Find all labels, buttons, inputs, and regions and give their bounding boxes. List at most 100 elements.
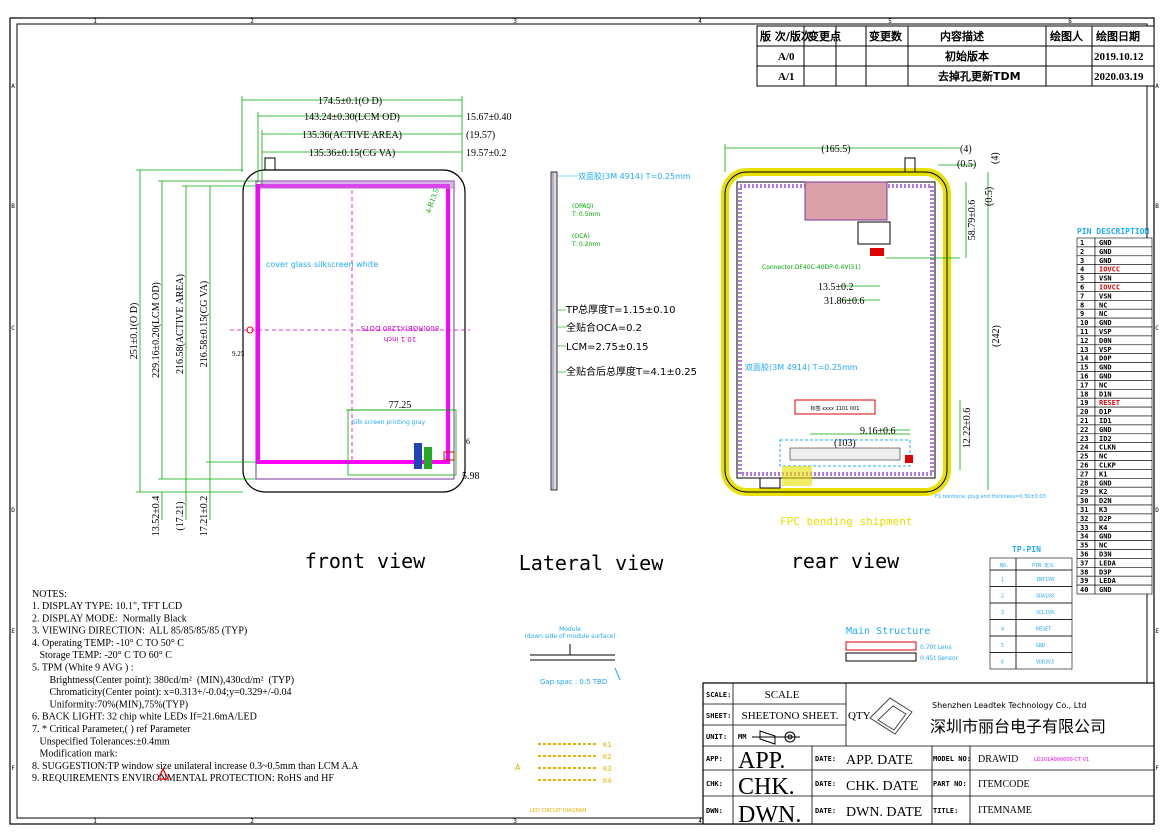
pin-name: K2 [1099,488,1107,496]
note-line: 3. VIEWING DIRECTION: ALL 85/85/85/85 (T… [32,626,247,637]
tb-sheet-label: SHEET: [706,712,731,720]
grid-col-bottom: 1 [93,818,97,825]
pin-number: 34 [1080,533,1088,541]
gap-top-2: (down side of module surface) [524,633,615,640]
pin-number: 30 [1080,497,1088,505]
pin-name: GND [1099,426,1112,434]
revision-table: 版 次/版次 变更点 变更数 内容描述 绘图人 绘图日期 A/0 初始版本 20… [756,25,1155,87]
dim-lcm-height: 229.16±0.20(LCM OD) [151,282,162,378]
pin-number: 16 [1080,373,1088,381]
rev-header-drawer: 绘图人 [1050,29,1084,43]
pin-name: VSP [1099,328,1112,336]
pin-number: 27 [1080,470,1088,478]
pin-name: NC [1099,542,1107,550]
front-res-2: 10.1 inch [384,335,416,343]
dim-od-height: 251±0.1(O D) [129,303,140,360]
pin-name: K4 [1099,524,1107,532]
grid-row-left: C [11,325,15,332]
pin-name: D1N [1099,390,1112,398]
note-line: Brightness(Center point): 380cd/m² (MIN)… [32,675,294,686]
led-label: K2 [603,753,611,761]
lateral-small-1: (OPAQ) [572,203,593,210]
tp-pin-name: SCL1V8 [1036,610,1054,616]
lateral-body [550,171,558,491]
rev-row-2-ver: A/1 [778,71,795,83]
pin-number: 17 [1080,381,1088,389]
pin-name: D1P [1099,408,1112,416]
pin-name: ID1 [1099,417,1112,425]
pin-name: VSP [1099,346,1112,354]
grid-col-bottom: 2 [250,818,254,825]
rear-connector-frame [857,221,891,245]
pin-number: 3 [1080,257,1084,265]
pin-desc-title: PIN DESCRIPTION [1077,227,1149,236]
pin-name: K3 [1099,506,1107,514]
note-line: 9. REQUIREMENTS ENVIRONMENTAL PROTECTION… [32,773,334,784]
tb-model-label: MODEL NO: [933,755,971,763]
pin-name: RESET [1099,399,1120,407]
rear-fpc-shipment: FPC bending shipment [780,515,912,528]
tb-app: APP. [738,748,785,774]
rear-dim-f1: 9.16±0.6 [860,426,896,437]
front-outline [242,169,466,493]
pin-name: CLKN [1099,444,1116,452]
grid-col-top: 2 [250,18,254,25]
pin-number: 31 [1080,506,1088,514]
front-center-mark [246,326,254,334]
tp-pin-name: GND [1036,643,1045,649]
pin-number: 37 [1080,559,1088,567]
pin-number: 18 [1080,390,1088,398]
rev-header-ver: 版 次/版次 [760,29,812,43]
pin-number: 11 [1080,328,1088,336]
note-line: 6. BACK LIGHT: 32 chip white LEDs If=21.… [32,712,257,723]
pin-name: VSN [1099,292,1112,300]
front-silk-note: cover glass silkscreen white [266,260,378,269]
pin-name: IOVCC [1099,284,1120,292]
tb-dwn-date: DWN. DATE [846,805,922,820]
pin-number: 4 [1080,266,1084,274]
front-res-1: 800(RGB)X1280 DOTS [360,324,439,332]
pin-name: D0N [1099,337,1112,345]
pin-name: NC [1099,310,1107,318]
rear-dim-v1: (4) [990,152,1001,164]
grid-col-bottom: 4 [698,818,702,825]
rear-dim-h3: (0.5) [957,159,976,170]
pin-number: 9 [1080,310,1084,318]
sheet-border [9,17,1155,825]
pin-number: 40 [1080,586,1088,594]
tp-header-name: PIN 定义 [1032,562,1054,569]
tb-chk-date: CHK. DATE [846,779,918,794]
note-line: Modification mark: [32,749,118,760]
structure-layer-2: 0.45t Sensor [920,655,959,662]
front-mark-green [424,447,432,469]
grid-ticks: 112233445566AABBCCDDEEFF [11,18,1159,825]
led-label: K3 [603,765,611,773]
rear-dim-f2: (103) [834,438,856,449]
lateral-view-label: Lateral view [519,551,664,575]
rev-row-2-desc: 去掉孔更新TDM [938,69,1021,83]
rear-dim-v4: (242) [991,325,1002,347]
tb-unit-label: UNIT: [706,733,727,741]
pin-number: 24 [1080,444,1088,452]
grid-row-right: A [1155,83,1159,90]
front-tab [264,157,276,171]
dim-cgva-width: 135.36±0.15(CG VA) [309,148,396,159]
pin-number: 10 [1080,319,1088,327]
led-a-label: A [515,763,521,772]
note-line: Storage TEMP: -20° C TO 60° C [32,650,172,661]
lateral-tape: 双面胶(3M 4914) T=0.25mm [578,171,691,181]
tp-pin-number: 1 [1001,577,1004,583]
grid-col-top: 3 [513,18,517,25]
pin-name: IOVCC [1099,266,1120,274]
grid-row-left: B [11,203,15,210]
rear-fpc-top [804,181,888,221]
note-line: Unspecified Tolerances:±0.4mm [32,736,170,747]
tb-part-label: PART NO: [933,780,967,788]
lateral-small-4: T: 0.2mm [571,241,600,248]
lateral-tp: TP总厚度T=1.15±0.10 [565,303,676,316]
tb-dwn: DWN. [738,802,801,828]
tb-qty: QTY [848,710,871,722]
pin-name: NC [1099,381,1107,389]
